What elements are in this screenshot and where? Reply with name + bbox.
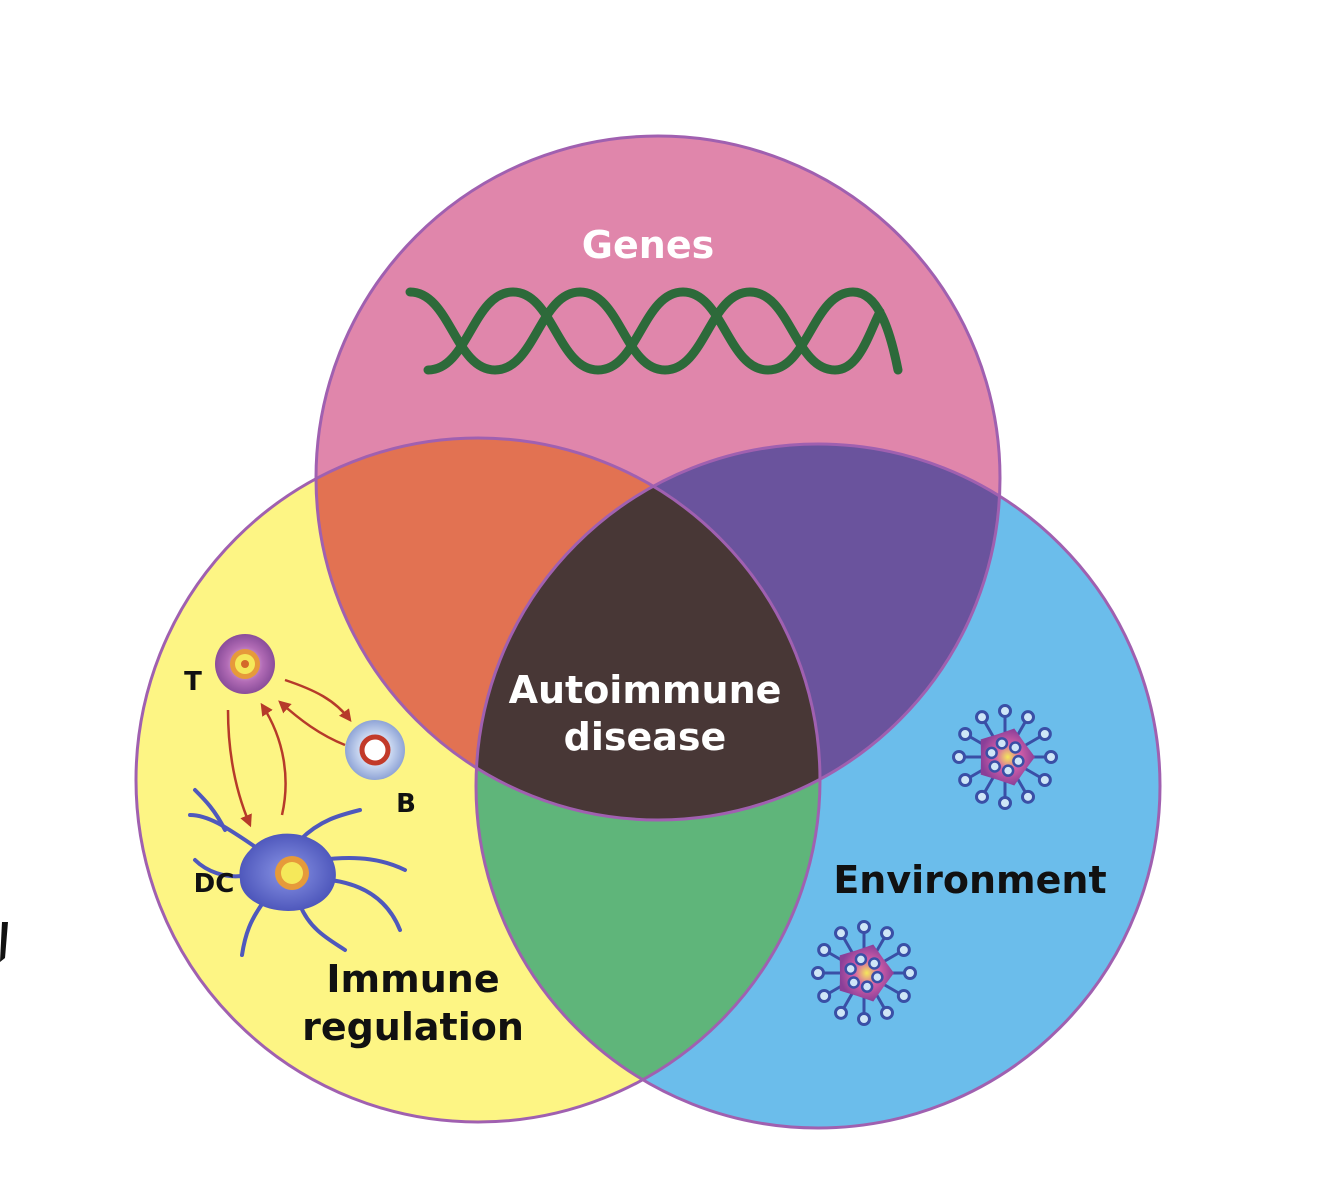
- circle-outlines: [134, 134, 1162, 1130]
- autoimmune-label-line1: Autoimmune: [509, 668, 782, 712]
- b-cell-label: B: [396, 789, 416, 819]
- genes-label: Genes: [582, 223, 714, 267]
- virus-particle-icon: [811, 920, 917, 1026]
- t-cell-label: T: [184, 667, 202, 697]
- dendritic-cell-icon: [188, 788, 407, 957]
- virus-particle-icon: [952, 704, 1058, 810]
- environment-label: Environment: [833, 858, 1106, 902]
- t-cell-icon: [215, 634, 275, 694]
- autoimmune-label-line2: disease: [564, 715, 727, 759]
- edge-fragment: [0, 922, 8, 962]
- cell-interaction-arrows: [226, 678, 352, 828]
- immune-label-line2: regulation: [302, 1005, 524, 1049]
- dna-helix-icon: [405, 287, 903, 375]
- b-cell-icon: [345, 720, 405, 780]
- dc-label: DC: [194, 869, 235, 899]
- immune-label-line1: Immune: [326, 957, 499, 1001]
